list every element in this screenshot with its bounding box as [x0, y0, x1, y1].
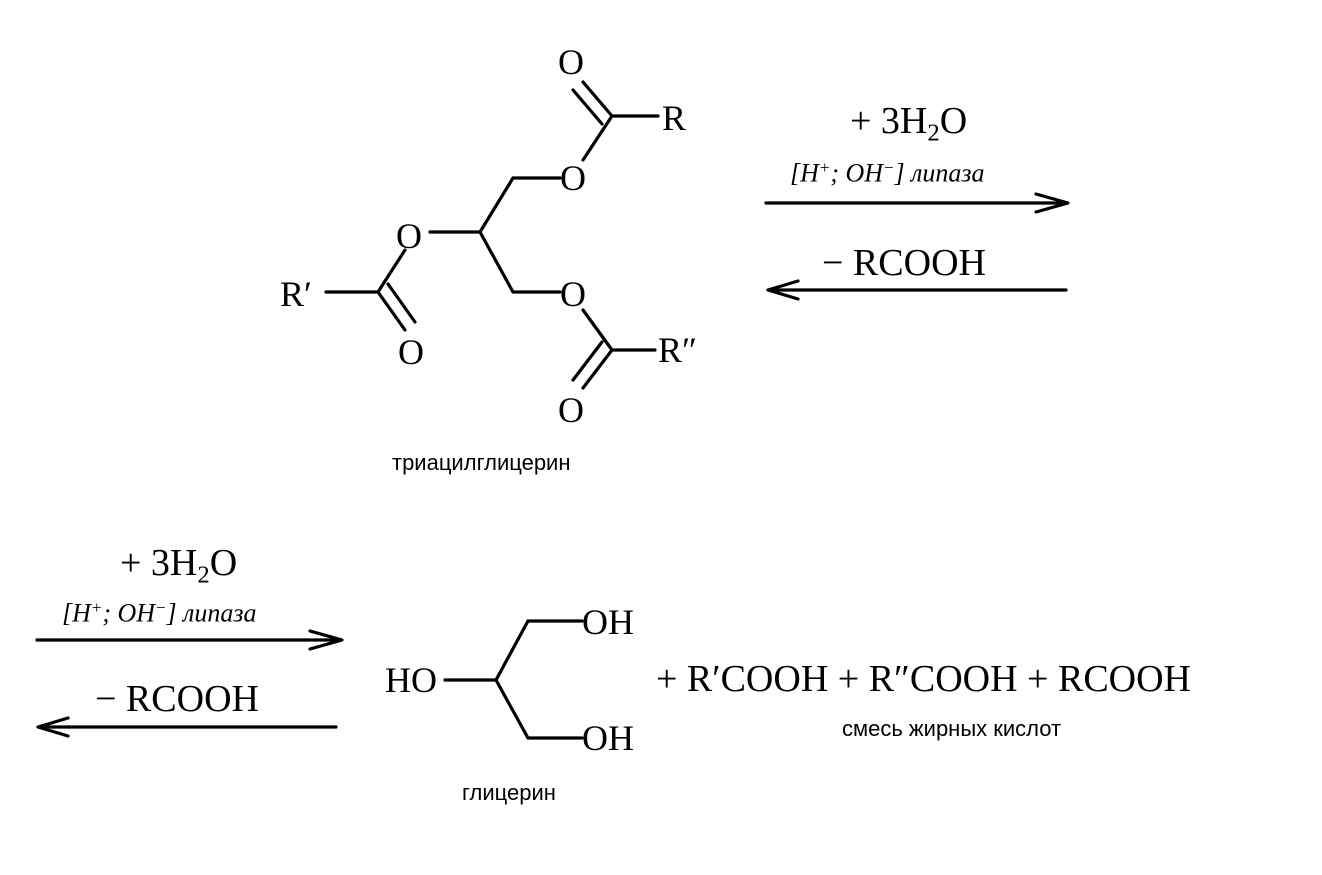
bond-o-c-left	[376, 248, 407, 294]
bond-o-c-bot	[581, 308, 614, 352]
ester-o-bottom: O	[560, 274, 586, 314]
step1-forward-reagent: + 3H2O	[850, 100, 968, 147]
bond-c2-ch2bot	[478, 230, 515, 294]
triacylglycerol-caption: триацилглицерин	[392, 450, 571, 475]
r-prime-group: R′	[280, 274, 312, 314]
double-bond-left-2	[386, 282, 417, 324]
fatty-acids-caption: смесь жирных кислот	[842, 716, 1062, 741]
glycerol-oh-bottom: OH	[582, 718, 634, 758]
double-bond-bot-2	[571, 340, 604, 382]
forward-arrow-2-head	[308, 629, 344, 651]
double-bond-left-1	[376, 290, 407, 332]
step1-catalyst: [H+; OH−] липаза	[790, 158, 985, 188]
bond-o-c-top	[581, 114, 614, 162]
double-bond-top-2	[571, 88, 604, 126]
ester-o-top: O	[560, 158, 586, 198]
glycerol-ho-left: HO	[385, 660, 437, 700]
bond-c2-c1	[494, 619, 530, 682]
step1-reverse-reagent: − RCOOH	[822, 242, 986, 284]
glycerol-caption: глицерин	[462, 780, 556, 805]
double-bond-top-1	[581, 80, 614, 118]
r-group-top: R	[662, 98, 687, 138]
bond-c2-c3	[494, 678, 530, 740]
step2-catalyst: [H+; OH−] липаза	[62, 598, 257, 628]
reverse-arrow-1-head	[766, 279, 800, 301]
r-double-prime-group: R″	[658, 330, 698, 370]
step2-reverse-reagent: − RCOOH	[95, 678, 259, 720]
glycerol-oh-top: OH	[582, 602, 634, 642]
reverse-arrow-2-head	[36, 716, 70, 738]
double-bond-bot-1	[581, 348, 614, 390]
ester-o-middle: O	[396, 216, 422, 256]
carbonyl-o-left: O	[398, 332, 424, 372]
forward-arrow-1-head	[1034, 192, 1070, 214]
step2-forward-reagent: + 3H2O	[120, 542, 238, 589]
bond-ch2top-c2	[478, 176, 515, 234]
carbonyl-o-top: O	[558, 42, 584, 82]
fatty-acids-equation: + R′COOH + R″COOH + RCOOH	[656, 658, 1191, 700]
carbonyl-o-bottom: O	[558, 390, 584, 430]
